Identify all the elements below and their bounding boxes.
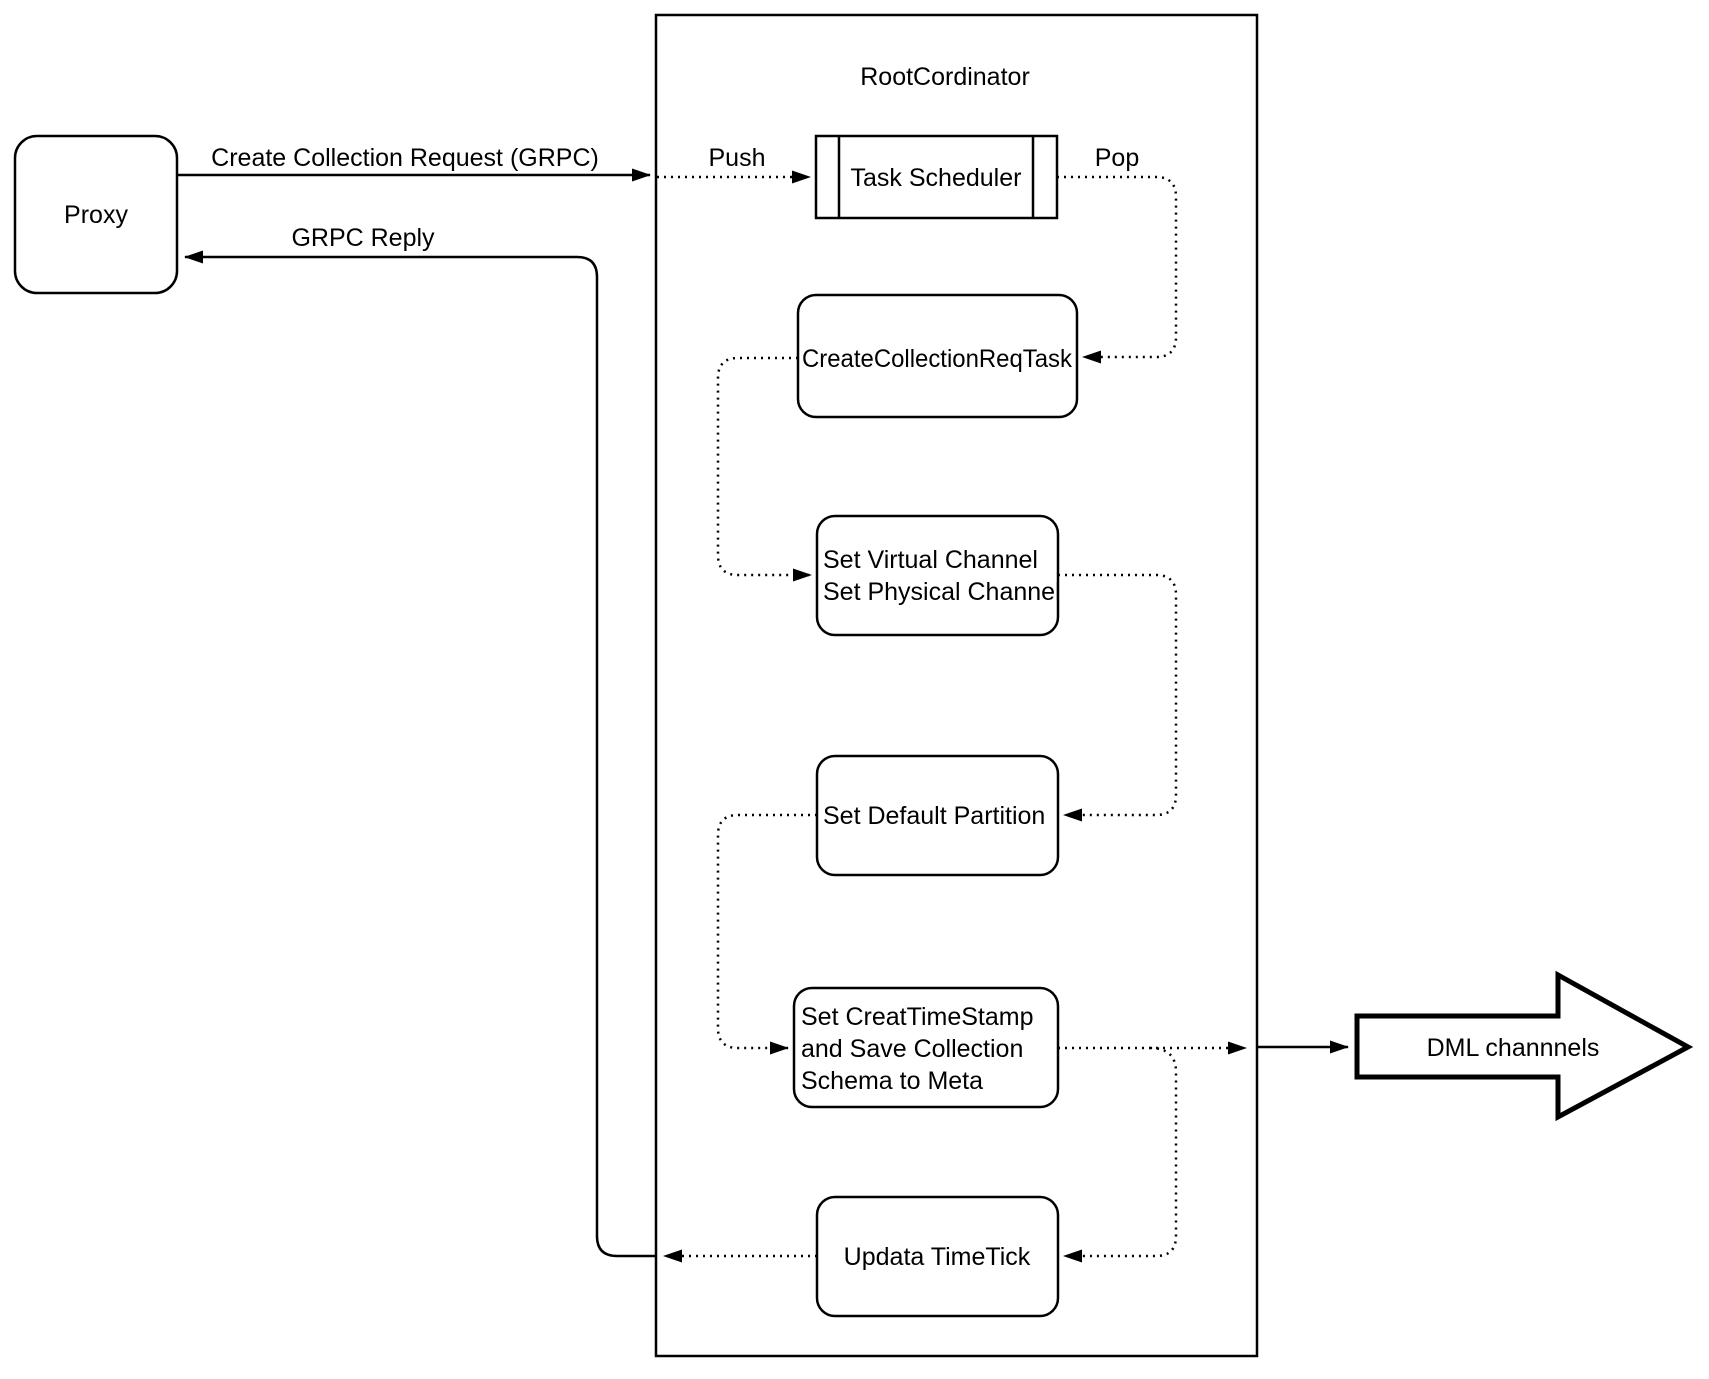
set-creat-timestamp-line2: and Save Collection bbox=[801, 1035, 1023, 1063]
proxy-node bbox=[13, 134, 179, 295]
set-channels-line1: Set Virtual Channel bbox=[823, 546, 1038, 574]
push-label: Push bbox=[709, 144, 766, 172]
pop-label: Pop bbox=[1095, 144, 1139, 172]
dml-channels-arrow bbox=[1354, 970, 1694, 1122]
create-collection-request-label: Create Collection Request (GRPC) bbox=[211, 144, 599, 172]
set-creat-timestamp-line1: Set CreatTimeStamp bbox=[801, 1003, 1033, 1031]
grpc-reply-edge bbox=[184, 250, 656, 1258]
edge-setchannels-to-defaultpartition bbox=[1058, 573, 1178, 822]
set-creat-timestamp-line3: Schema to Meta bbox=[801, 1067, 983, 1095]
task-scheduler-label: Task Scheduler bbox=[851, 164, 1022, 192]
edge-timestamp-to-updatatimetick bbox=[1063, 1046, 1178, 1263]
proxy-label: Proxy bbox=[64, 201, 128, 229]
create-collection-req-task-label: CreateCollectionReqTask bbox=[802, 345, 1072, 373]
grpc-reply-label: GRPC Reply bbox=[291, 224, 435, 252]
rootcoordinator-title: RootCordinator bbox=[860, 63, 1030, 91]
rootcoordinator-container bbox=[654, 13, 1259, 1358]
pop-edge bbox=[1057, 175, 1178, 364]
task-scheduler-node bbox=[814, 134, 1059, 220]
dml-channels-label: DML channnels bbox=[1427, 1034, 1600, 1062]
set-default-partition-label: Set Default Partition bbox=[823, 802, 1045, 830]
updata-timetick-label: Updata TimeTick bbox=[844, 1243, 1031, 1271]
set-channels-line2: Set Physical Channel bbox=[823, 578, 1061, 606]
set-channels-node bbox=[815, 514, 1060, 637]
create-collection-req-task-node bbox=[796, 293, 1079, 419]
